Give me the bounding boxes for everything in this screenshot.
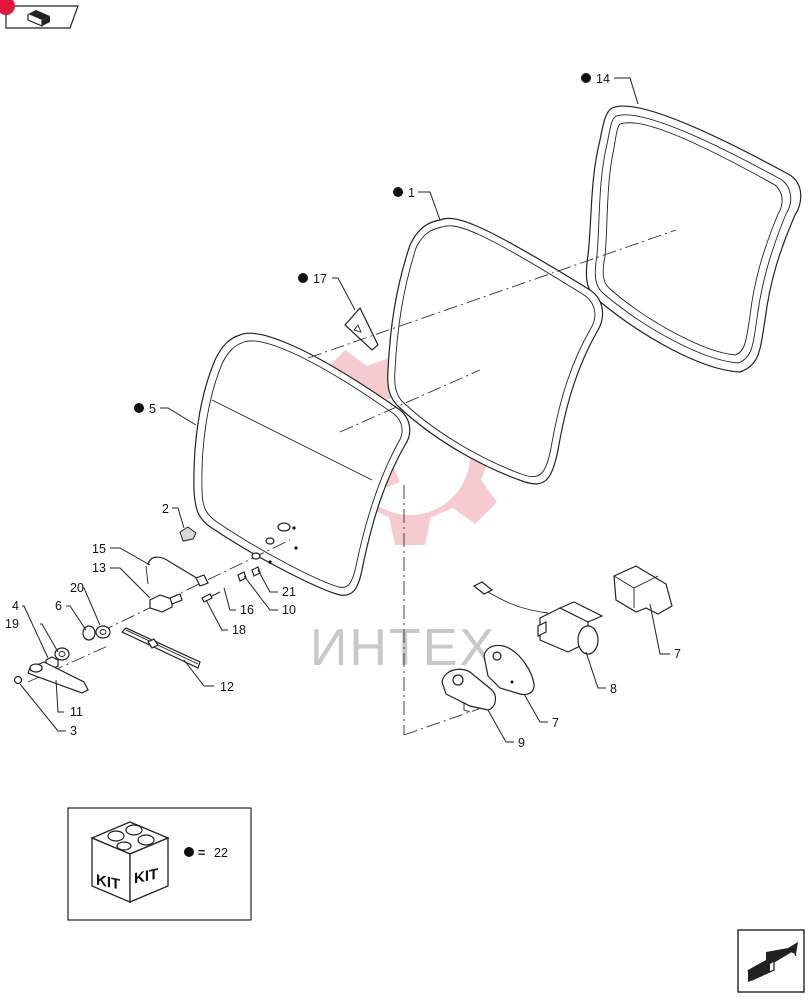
callout-17: 17	[313, 272, 327, 286]
part-13-wiper-spindle	[149, 593, 183, 613]
callout-7-bracket: 7	[552, 716, 559, 730]
part-8-wiper-motor	[472, 581, 604, 655]
callout-8: 8	[610, 682, 617, 696]
part-1-glass-seal	[387, 217, 604, 485]
part-15-washer-hose	[145, 556, 209, 587]
kit-box-icon	[90, 821, 170, 903]
watermark-text: ИНТЕХ	[310, 619, 496, 677]
callout-18: 18	[232, 623, 246, 637]
part-3-cap	[13, 675, 23, 685]
callout-2: 2	[162, 502, 169, 516]
nav-badge	[0, 0, 15, 15]
callout-3: 3	[70, 724, 77, 738]
callout-1: 1	[408, 186, 415, 200]
callout-leaders	[19, 77, 670, 743]
callout-11: 11	[70, 705, 83, 719]
callout-19: 19	[5, 617, 19, 631]
part-2-clip	[179, 526, 197, 542]
kit-label-left: KIT	[96, 872, 121, 894]
prev-page-icon	[27, 10, 50, 27]
callout-6: 6	[55, 599, 62, 613]
callout-9: 9	[518, 736, 525, 750]
part-5-door-glass	[193, 332, 411, 596]
next-page-button[interactable]	[737, 929, 805, 993]
next-page-arrow-icon	[747, 942, 798, 982]
callout-5: 5	[149, 402, 156, 416]
callout-16: 16	[240, 603, 254, 617]
part-7-motor-cover	[613, 565, 673, 615]
part-7-motor-bracket	[483, 644, 535, 696]
part-12-wiper-blade	[120, 627, 201, 669]
part-11-wiper-arm	[27, 661, 89, 694]
callout-20: 20	[70, 581, 84, 595]
callout-10: 10	[282, 603, 296, 617]
callout-13: 13	[92, 561, 106, 575]
callout-15: 15	[92, 542, 106, 556]
kit-number: 22	[214, 846, 228, 860]
kit-equals: =	[198, 846, 205, 860]
callout-4: 4	[12, 599, 19, 613]
kit-legend-box: KIT KIT = 22	[67, 807, 252, 921]
callout-14: 14	[596, 72, 610, 86]
callout-7-cover: 7	[674, 647, 681, 661]
part-9-mounting-plate	[441, 668, 497, 713]
part-17-warning-label	[344, 306, 379, 351]
kit-indicator-dots	[134, 73, 591, 413]
callout-21: 21	[282, 585, 296, 599]
callout-12: 12	[220, 680, 234, 694]
part-14-door-seal	[585, 105, 802, 373]
kit-label-right: KIT	[134, 865, 159, 887]
prev-page-button[interactable]	[0, 0, 79, 29]
